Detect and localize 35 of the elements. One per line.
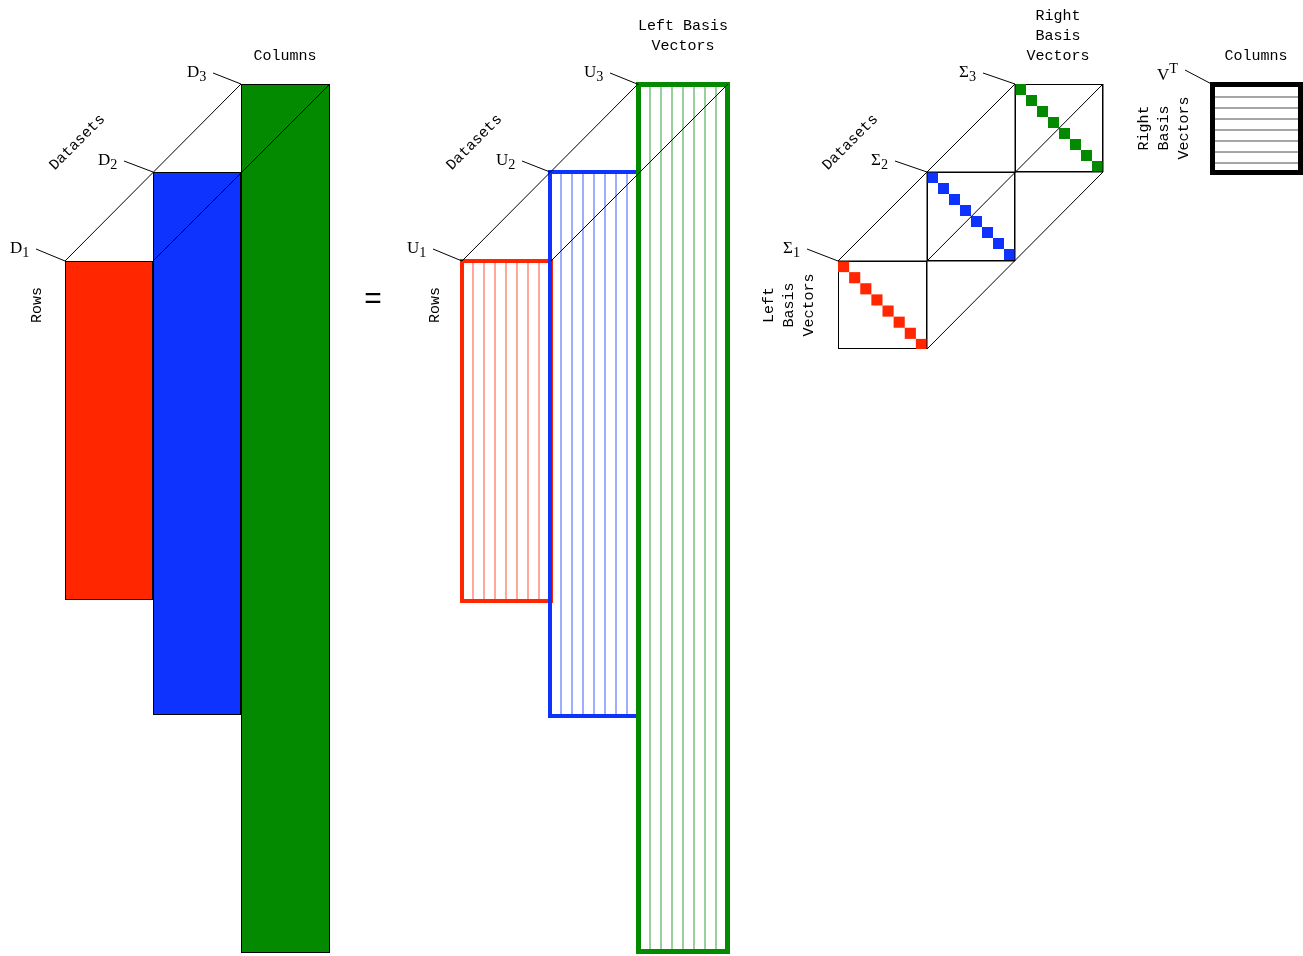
equals-sign: = (363, 285, 383, 315)
matrix-symbol: Σ$_{3}$ (959, 62, 976, 87)
matrix-symbol: V$^{T}$ (1157, 58, 1178, 85)
matrix-block (1015, 84, 1103, 172)
leader-line (806, 248, 839, 262)
matrix-block (838, 261, 927, 349)
axis-label: Rows (426, 286, 445, 325)
leader-line (982, 72, 1016, 85)
matrix-block (65, 261, 153, 600)
matrix-symbol: D$_{1}$ (10, 238, 30, 263)
axis-label: Right Basis Vectors (1135, 95, 1194, 162)
matrix-symbol: D$_{3}$ (187, 62, 207, 87)
matrix-symbol: U$_{1}$ (407, 238, 427, 263)
axis-label: Left Basis Vectors (760, 272, 819, 339)
leader-line (521, 160, 551, 173)
leader-line (609, 72, 639, 85)
axis-label: Right Basis Vectors (1025, 7, 1091, 67)
matrix-block (636, 82, 730, 954)
leader-line (35, 248, 66, 262)
matrix-block (153, 172, 241, 715)
matrix-block (241, 84, 330, 953)
leader-line (894, 160, 928, 173)
leader-line (1184, 69, 1213, 85)
leader-line (212, 72, 242, 85)
leader-line (432, 248, 463, 262)
matrix-block (460, 259, 553, 603)
matrix-symbol: U$_{3}$ (584, 62, 604, 87)
matrix-symbol: Σ$_{1}$ (783, 238, 800, 263)
axis-label: Rows (28, 286, 47, 325)
leader-line (123, 160, 154, 173)
axis-label: Columns (252, 47, 318, 67)
matrix-block (927, 172, 1015, 261)
axis-label: Left Basis Vectors (638, 17, 728, 57)
matrix-block (1210, 82, 1303, 175)
axis-label: Columns (1223, 47, 1289, 67)
